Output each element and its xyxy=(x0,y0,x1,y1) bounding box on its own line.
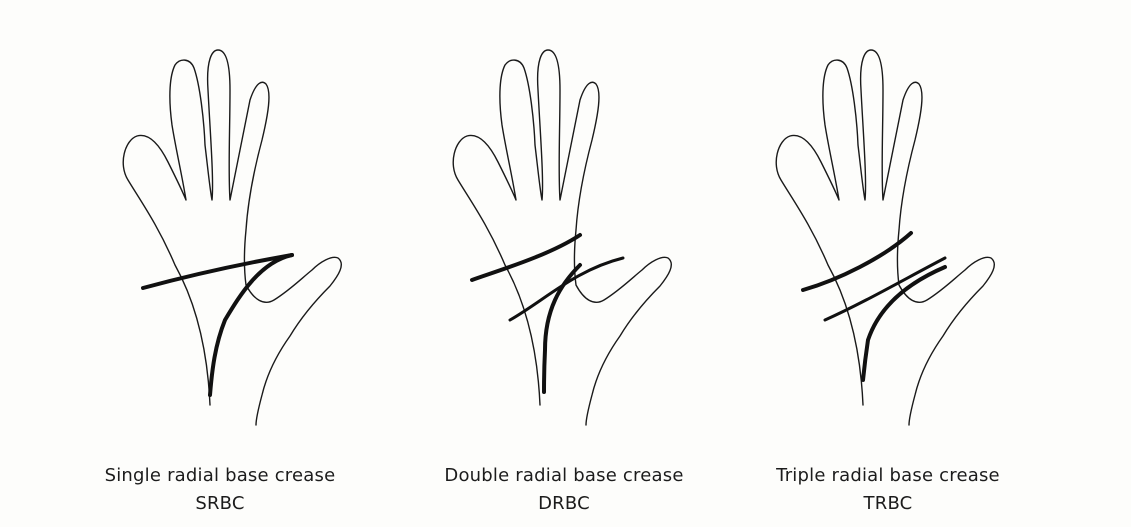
caption-title: Double radial base crease xyxy=(404,462,724,490)
caption-title: Single radial base crease xyxy=(60,462,380,490)
caption-srbc: Single radial base crease SRBC xyxy=(60,462,380,518)
caption-title: Triple radial base crease xyxy=(728,462,1048,490)
crease-line xyxy=(544,265,580,392)
hand-drbc xyxy=(453,50,671,425)
crease-line xyxy=(803,233,911,290)
hand-outline-2 xyxy=(453,50,671,425)
crease-line xyxy=(143,255,292,288)
caption-abbreviation: DRBC xyxy=(404,490,724,518)
crease-line xyxy=(210,255,292,395)
caption-abbreviation: TRBC xyxy=(728,490,1048,518)
crease-line xyxy=(510,258,623,320)
caption-trbc: Triple radial base crease TRBC xyxy=(728,462,1048,518)
hand-trbc xyxy=(776,50,994,425)
caption-drbc: Double radial base crease DRBC xyxy=(404,462,724,518)
crease-line xyxy=(472,235,580,280)
hand-outline-1 xyxy=(123,50,341,425)
caption-abbreviation: SRBC xyxy=(60,490,380,518)
crease-line xyxy=(863,267,945,380)
hand-outline-3 xyxy=(776,50,994,425)
hand-srbc xyxy=(123,50,341,425)
